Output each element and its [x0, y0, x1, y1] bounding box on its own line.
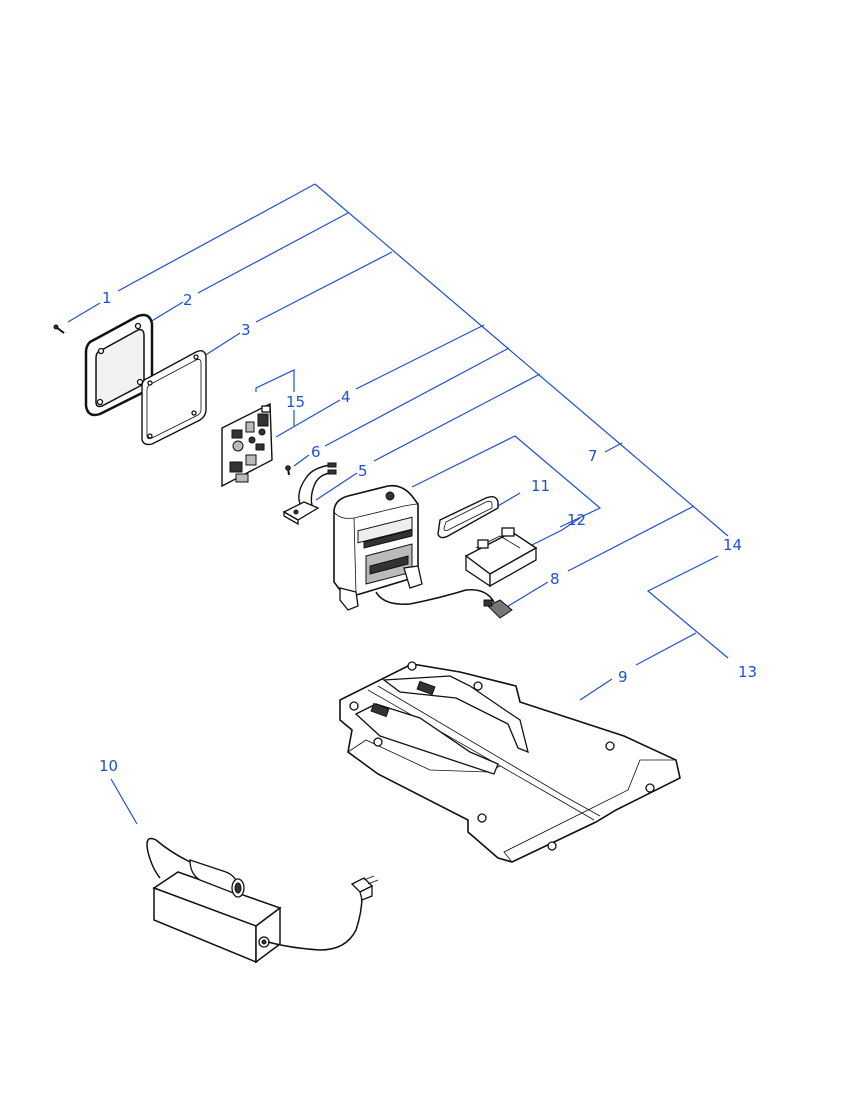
part-11-gasket-plate [437, 495, 499, 539]
callout-1: 1 [102, 289, 112, 307]
part-3-gasket [141, 349, 207, 446]
part-2-window-frame [84, 313, 154, 417]
leader-6b [293, 454, 310, 467]
callout-15: 15 [286, 393, 305, 411]
leader-9b [579, 678, 613, 701]
callout-14: 14 [723, 536, 742, 554]
callout-5: 5 [358, 462, 368, 480]
callout-11: 11 [531, 477, 550, 495]
leader-2b [149, 301, 184, 323]
leader-5 [373, 373, 541, 462]
part-10-power-supply [146, 837, 379, 964]
callout-7: 7 [588, 447, 598, 465]
callout-4: 4 [341, 388, 351, 406]
leader-3 [255, 251, 393, 323]
callout-labels: 1 2 3 4 5 6 7 8 9 10 11 12 13 14 15 [99, 289, 757, 775]
part-6-screw [285, 465, 291, 476]
callout-2: 2 [183, 291, 193, 309]
leader-1b [67, 302, 101, 323]
leader-5b [315, 472, 358, 501]
callout-3: 3 [241, 321, 251, 339]
part-9-base-plate [339, 661, 681, 863]
leader-15-bracket [255, 369, 295, 392]
part-5-sensor [282, 462, 337, 526]
leader-8b [504, 581, 549, 609]
leader-3b [203, 332, 241, 357]
leader-13 [646, 555, 729, 659]
callout-9: 9 [618, 668, 628, 686]
leader-12c [561, 517, 581, 531]
leader-14-trunk [314, 183, 729, 537]
leader-1 [117, 183, 316, 292]
leader-lines [67, 183, 729, 825]
callout-6: 6 [311, 443, 321, 461]
leader-4b [275, 399, 341, 438]
part-12-bracket [464, 527, 538, 588]
callout-8: 8 [550, 570, 560, 588]
leader-6 [324, 347, 510, 447]
callout-10: 10 [99, 757, 118, 775]
callout-12: 12 [567, 511, 586, 529]
leader-7 [604, 442, 623, 453]
part-4-circuit-board [221, 402, 273, 488]
part-7-housing [333, 484, 513, 619]
leader-4 [355, 324, 485, 390]
leader-10 [110, 778, 138, 825]
leader-7-bracket [411, 435, 602, 528]
part-1-screw [53, 324, 65, 334]
leader-9 [635, 632, 697, 666]
leader-8 [567, 505, 695, 572]
callout-13: 13 [738, 663, 757, 681]
leader-2 [197, 212, 349, 294]
